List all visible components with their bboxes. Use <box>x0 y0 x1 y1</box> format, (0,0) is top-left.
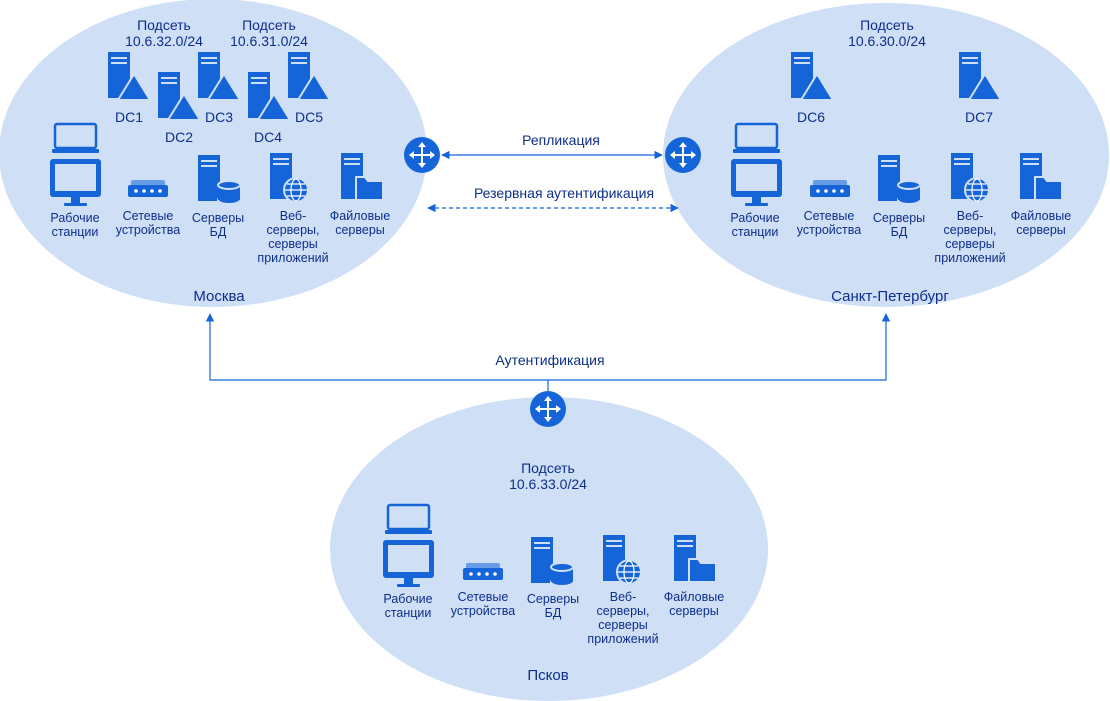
pskov-subnet-label: Подсеть 10.6.33.0/24 <box>509 460 587 492</box>
auth-label: Аутентификация <box>495 352 605 368</box>
laptop-icon <box>52 122 99 153</box>
switch-icon <box>128 180 168 197</box>
dc-label: DC4 <box>253 129 283 145</box>
domain-controller-icon <box>198 52 241 101</box>
web-servers-label: Веб- серверы, серверы приложений <box>587 590 659 646</box>
file-servers-label: Файловые серверы <box>329 209 391 237</box>
db-servers-label: Серверы БД <box>191 211 245 239</box>
domain-controller-icon <box>158 72 201 121</box>
network-devices-label: Сетевые устройства <box>450 590 516 618</box>
web-servers-label: Веб- серверы, серверы приложений <box>257 209 329 265</box>
file-server-icon <box>1020 153 1063 201</box>
moscow-subnet-2-label: Подсеть 10.6.31.0/24 <box>230 17 308 49</box>
domain-controller-icon <box>791 52 834 101</box>
db-servers-label: Серверы БД <box>526 592 580 620</box>
monitor-icon <box>731 159 782 206</box>
moscow-subnet-1-label: Подсеть 10.6.32.0/24 <box>125 17 203 49</box>
network-devices-label: Сетевые устройства <box>115 209 181 237</box>
file-servers-label: Файловые серверы <box>663 590 725 618</box>
file-server-icon <box>341 153 384 201</box>
file-servers-label: Файловые серверы <box>1010 209 1072 237</box>
router-icon <box>530 391 566 427</box>
file-server-icon <box>674 535 717 583</box>
monitor-icon <box>383 540 434 587</box>
database-server-icon <box>878 155 921 205</box>
domain-controller-icon <box>108 52 151 101</box>
backup-auth-label: Резервная аутентификация <box>473 185 655 201</box>
domain-controller-icon <box>248 72 291 121</box>
pskov-site-name: Псков <box>527 667 569 684</box>
web-server-icon <box>270 153 309 203</box>
switch-icon <box>463 563 503 580</box>
network-devices-label: Сетевые устройства <box>796 209 862 237</box>
web-servers-label: Веб- серверы, серверы приложений <box>934 209 1006 265</box>
laptop-icon <box>733 122 780 153</box>
replication-label: Репликация <box>522 132 600 148</box>
workstation-icon <box>731 122 782 206</box>
dc-label: DC3 <box>204 109 234 125</box>
domain-controller-icon <box>959 52 1002 101</box>
workstation-icon <box>383 503 434 587</box>
monitor-icon <box>50 159 101 206</box>
workstations-label: Рабочие станции <box>383 592 433 620</box>
spb-site-name: Санкт-Петербург <box>831 288 949 305</box>
router-icon <box>665 137 701 173</box>
laptop-icon <box>385 503 432 534</box>
auth-link <box>205 313 891 381</box>
dc-label: DC6 <box>796 109 826 125</box>
router-icon <box>404 137 440 173</box>
moscow-site-name: Москва <box>193 288 245 305</box>
dc-label: DC2 <box>164 129 194 145</box>
web-server-icon <box>951 153 990 203</box>
web-server-icon <box>603 535 642 585</box>
domain-controller-icon <box>288 52 331 101</box>
dc-label: DC5 <box>294 109 324 125</box>
workstations-label: Рабочие станции <box>50 211 100 239</box>
dc-label: DC7 <box>964 109 994 125</box>
workstation-icon <box>50 122 101 206</box>
spb-subnet-label: Подсеть 10.6.30.0/24 <box>848 17 926 49</box>
database-server-icon <box>531 537 574 587</box>
moscow-site-area <box>0 0 427 307</box>
dc-label: DC1 <box>114 109 144 125</box>
switch-icon <box>810 180 850 197</box>
database-server-icon <box>198 155 241 205</box>
workstations-label: Рабочие станции <box>730 211 780 239</box>
db-servers-label: Серверы БД <box>872 211 926 239</box>
